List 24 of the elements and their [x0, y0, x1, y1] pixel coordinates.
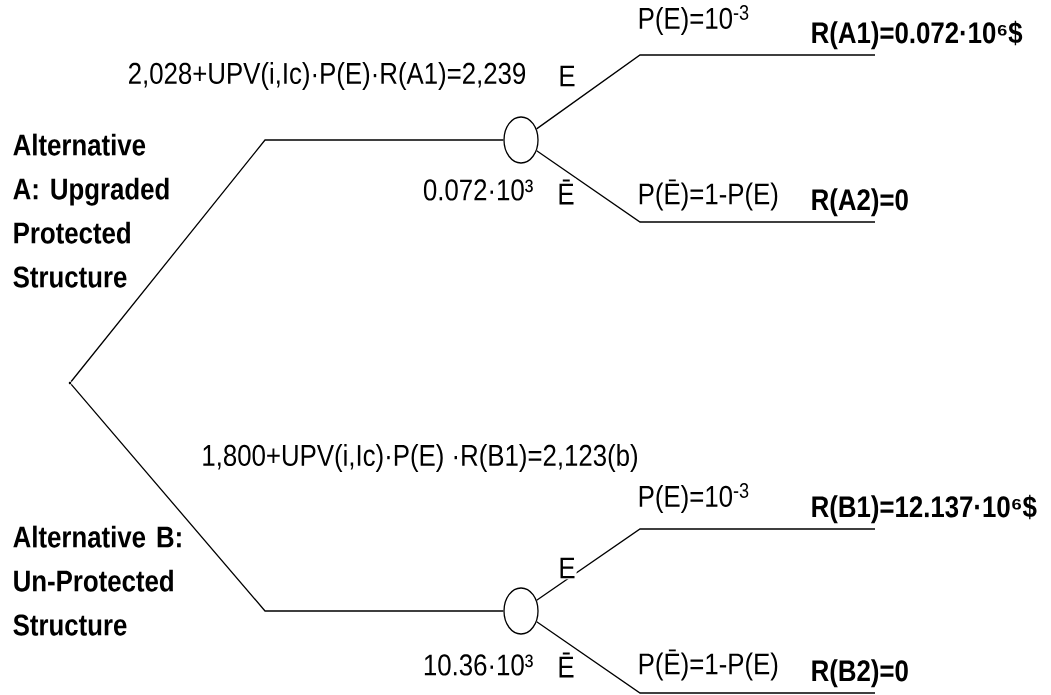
probability-label: P(E)=10$^{-3}$ — [639, 5, 749, 35]
branch-line — [535, 54, 876, 130]
chance-node-circle — [503, 116, 539, 164]
edge-label: Ē — [556, 178, 576, 206]
expected-value: 10.36·10³ — [424, 654, 533, 676]
branch-line — [70, 383, 504, 612]
outcome-value: R(B2)=0 — [812, 659, 908, 688]
probability-label: P(E)=10$^{-3}$ — [639, 483, 749, 513]
outcome-value: R(B1)=12.137·10⁶$ — [812, 494, 1037, 524]
edge-label: E — [557, 64, 577, 88]
edge-label: 2,028+UPV(i,Ic)·P(E)·R(A1)=2,239 — [126, 61, 528, 91]
outcome-value: R(A1)=0.072·10⁶$ — [812, 20, 1023, 50]
branch-line — [536, 528, 876, 601]
expected-value: 0.072·10³ — [423, 179, 533, 201]
branch-line — [536, 150, 876, 223]
edge-label: 1,800+UPV(i,Ic)·P(E) ·R(B1)=2,123(b) — [200, 443, 640, 473]
outcome-value: R(A2)=0 — [812, 188, 908, 217]
decision-point — [68, 381, 72, 385]
branch-line — [536, 621, 876, 694]
edge-label: E — [557, 556, 577, 580]
edge-label: Ē — [556, 651, 576, 679]
alternative-label: Alternative B: Un-Protected Structure — [13, 525, 181, 636]
branch-line — [70, 139, 504, 383]
chance-node-circle — [503, 587, 539, 635]
